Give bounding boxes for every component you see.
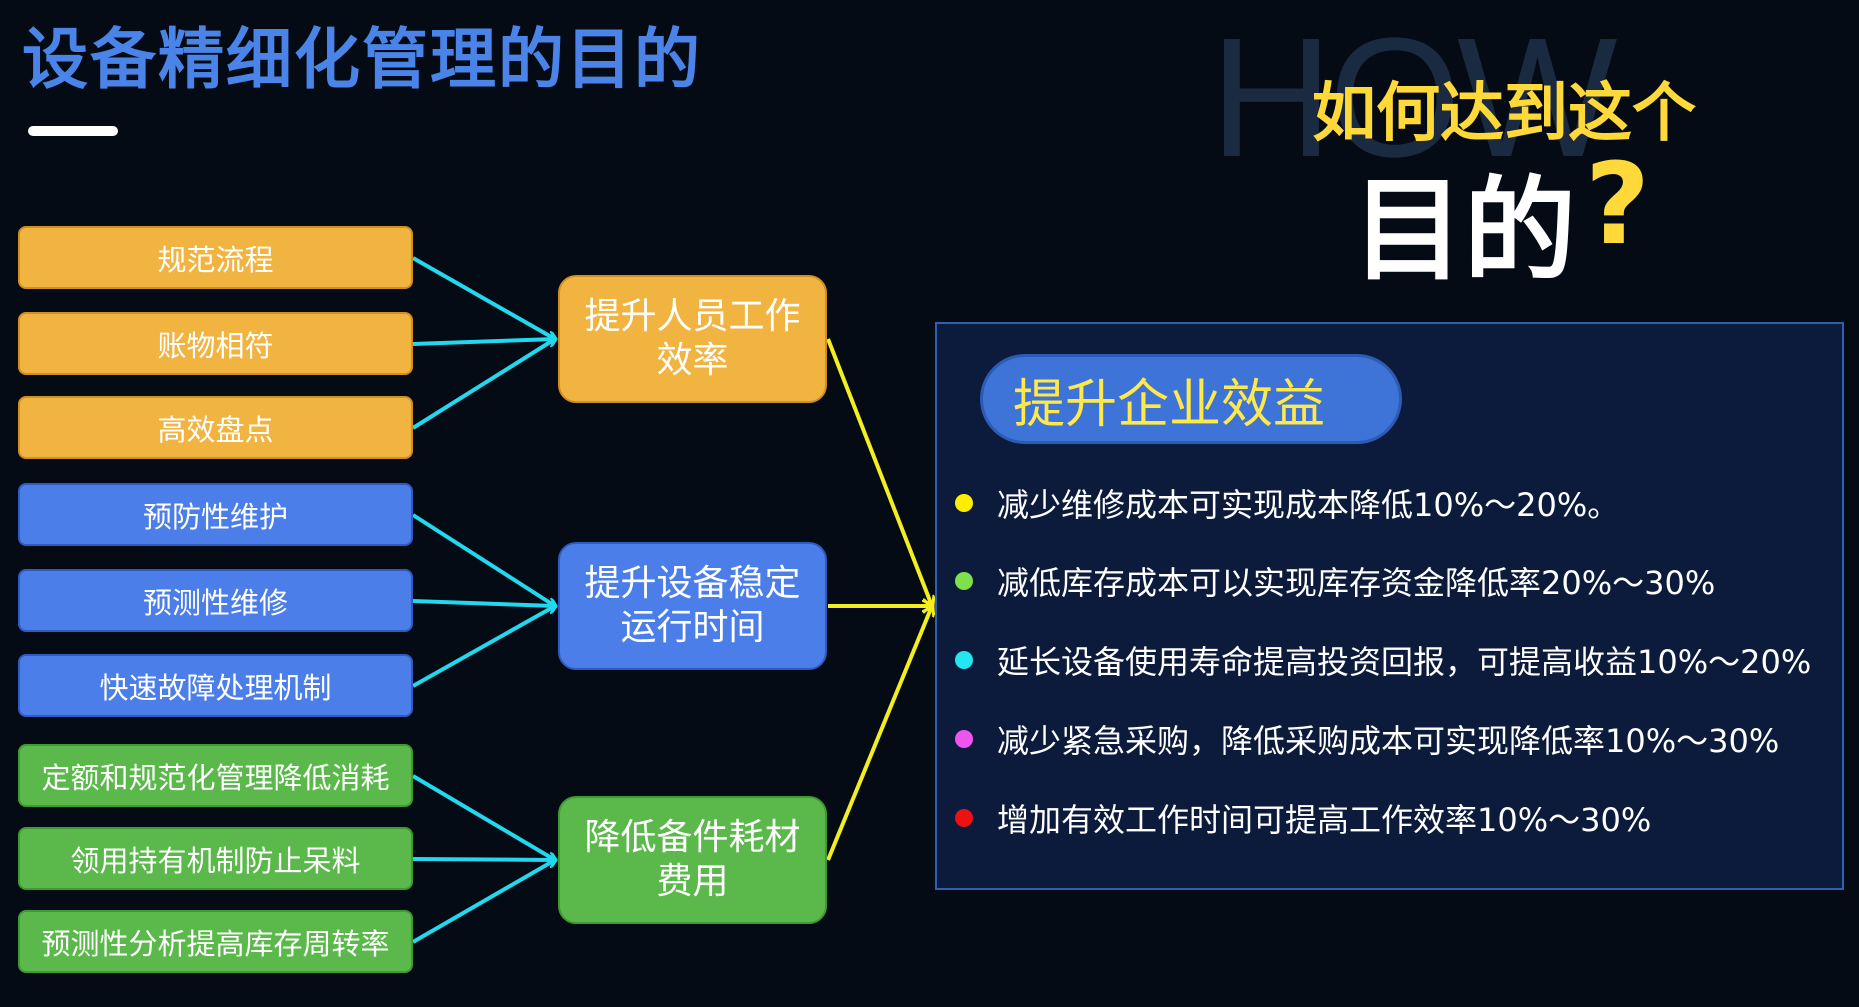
arrow-goal-1-to-panel xyxy=(826,338,932,606)
benefit-item: 减少紧急采购，降低采购成本可实现降低率10%～30% xyxy=(955,719,1780,760)
benefit-item: 减低库存成本可以实现库存资金降低率20%～30% xyxy=(955,561,1716,602)
goal-box-staff-efficiency: 提升人员工作效率 xyxy=(558,275,827,403)
arrow-source-1-to-goal-1 xyxy=(412,256,555,339)
arrow-source-7-to-goal-3 xyxy=(411,774,555,860)
source-box-preventive-maintenance: 预防性维护 xyxy=(18,483,413,546)
arrow-source-6-to-goal-2 xyxy=(412,606,555,688)
arrow-source-4-to-goal-2 xyxy=(411,513,555,606)
benefit-text: 减低库存成本可以实现库存资金降低率20%～30% xyxy=(997,564,1716,602)
goal-box-spare-parts-cost: 降低备件耗材费用 xyxy=(558,796,827,924)
title-underline xyxy=(28,126,118,136)
source-box-efficient-inventory: 高效盘点 xyxy=(18,396,413,459)
benefit-item: 延长设备使用寿命提高投资回报，可提高收益10%～20% xyxy=(955,640,1812,681)
panel-title-pill: 提升企业效益 xyxy=(980,354,1402,444)
arrow-source-3-to-goal-1 xyxy=(411,339,555,430)
how-watermark: HOW xyxy=(1210,3,1617,193)
benefit-text: 减少维修成本可实现成本降低10%～20%。 xyxy=(997,486,1620,524)
arrow-source-9-to-goal-3 xyxy=(411,860,555,944)
bullet-dot-icon xyxy=(955,730,973,748)
bullet-dot-icon xyxy=(955,809,973,827)
bullet-dot-icon xyxy=(955,572,973,590)
benefit-text: 延长设备使用寿命提高投资回报，可提高收益10%～20% xyxy=(997,643,1812,681)
source-box-account-match: 账物相符 xyxy=(18,312,413,375)
bullet-dot-icon xyxy=(955,651,973,669)
goal-box-equipment-uptime: 提升设备稳定运行时间 xyxy=(558,542,827,670)
benefits-panel: 提升企业效益 减少维修成本可实现成本降低10%～20%。 减低库存成本可以实现库… xyxy=(935,322,1844,890)
source-box-predictive-repair: 预测性维修 xyxy=(18,569,413,632)
source-box-quota-management: 定额和规范化管理降低消耗 xyxy=(18,744,413,807)
arrow-goal-3-to-panel xyxy=(826,606,932,861)
benefit-text: 减少紧急采购，降低采购成本可实现降低率10%～30% xyxy=(997,722,1780,760)
arrow-source-2-to-goal-1 xyxy=(412,339,555,346)
bullet-dot-icon xyxy=(955,494,973,512)
arrow-source-8-to-goal-3 xyxy=(412,859,555,860)
how-question-line1: 如何达到这个 xyxy=(1312,77,1696,151)
how-question-line2: 目的 xyxy=(1352,166,1576,296)
page-title: 设备精细化管理的目的 xyxy=(22,21,702,98)
source-box-fast-fault-handling: 快速故障处理机制 xyxy=(18,654,413,717)
source-box-standard-process: 规范流程 xyxy=(18,226,413,289)
benefit-text: 增加有效工作时间可提高工作效率10%～30% xyxy=(997,801,1652,839)
arrow-source-5-to-goal-2 xyxy=(412,599,555,606)
benefit-item: 减少维修成本可实现成本降低10%～20%。 xyxy=(955,483,1620,524)
source-box-predictive-analysis: 预测性分析提高库存周转率 xyxy=(18,910,413,973)
question-mark: ? xyxy=(1585,140,1650,270)
source-box-requisition-mechanism: 领用持有机制防止呆料 xyxy=(18,827,413,890)
benefit-item: 增加有效工作时间可提高工作效率10%～30% xyxy=(955,798,1652,839)
